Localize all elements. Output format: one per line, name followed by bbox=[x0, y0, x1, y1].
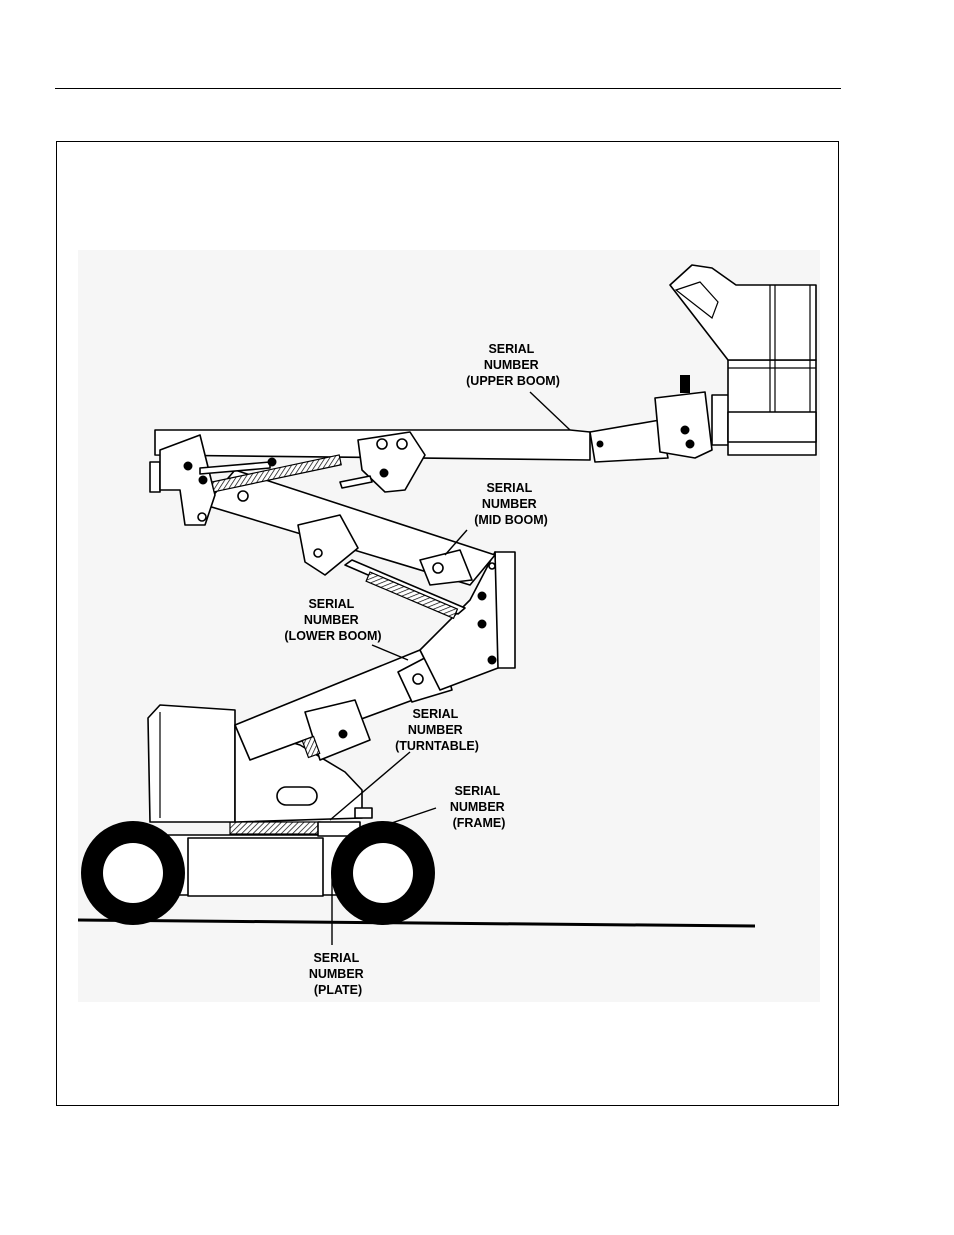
left-wheel bbox=[81, 821, 185, 925]
label-plate: SERIAL NUMBER (PLATE) bbox=[309, 951, 367, 997]
label-frame: SERIAL NUMBER (FRAME) bbox=[450, 784, 508, 830]
right-wheel bbox=[331, 821, 435, 925]
